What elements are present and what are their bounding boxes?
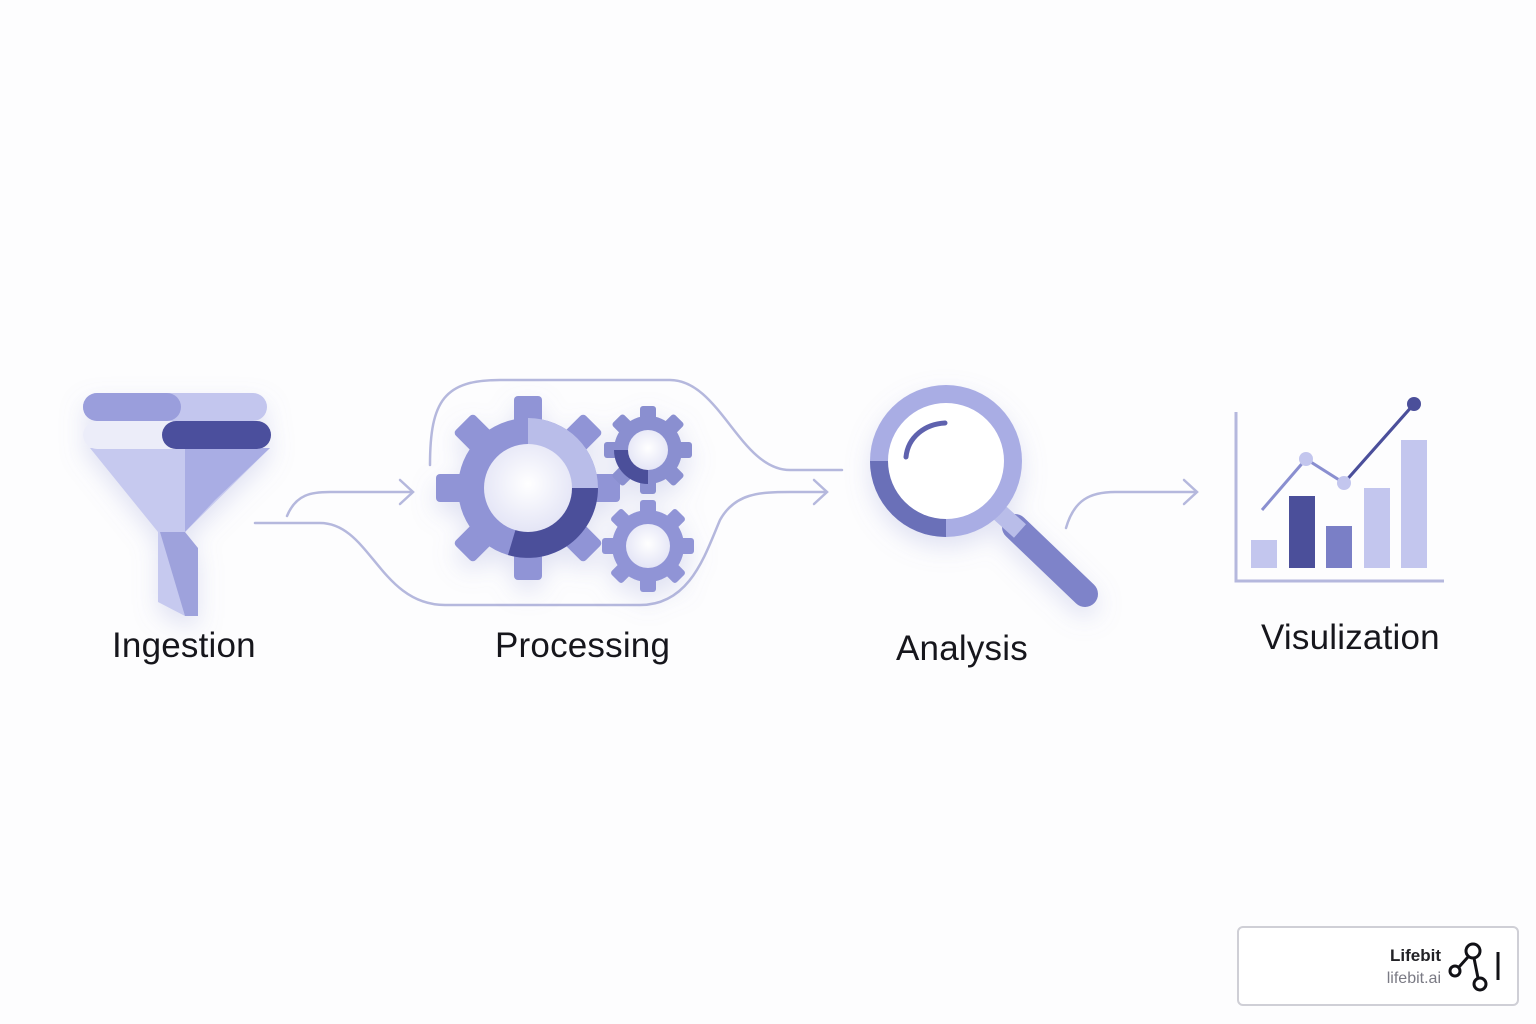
- large-gear: [436, 396, 620, 580]
- step-label-ingestion: Ingestion: [112, 626, 256, 665]
- funnel-icon: [83, 393, 271, 616]
- small-gear-top: [604, 406, 692, 494]
- trend-point: [1407, 397, 1421, 411]
- step-label-analysis: Analysis: [896, 629, 1028, 668]
- step-label-processing: Processing: [495, 626, 671, 665]
- branding-card[interactable]: Lifebit lifebit.ai: [1237, 926, 1519, 1006]
- connector-analysis-visualization: [1064, 478, 1199, 530]
- lifebit-logo-icon: [1448, 942, 1500, 992]
- bar-2: [1289, 496, 1315, 568]
- bar-4: [1364, 488, 1390, 568]
- bar-3: [1326, 526, 1352, 568]
- small-gear-bottom: [602, 500, 694, 592]
- trend-line: [1260, 403, 1416, 511]
- bar-1: [1251, 540, 1277, 568]
- gears-icon: [436, 396, 694, 592]
- trend-point: [1299, 452, 1313, 466]
- magnifier-icon: [870, 385, 1098, 607]
- bar-line-chart-icon: [1234, 397, 1444, 583]
- bar-5: [1401, 440, 1427, 568]
- brand-url[interactable]: lifebit.ai: [1386, 970, 1441, 987]
- trend-point: [1337, 476, 1351, 490]
- brand-name: Lifebit: [1390, 946, 1441, 965]
- step-label-visualization: Visulization: [1261, 618, 1440, 657]
- connector-ingestion-processing: [253, 378, 844, 607]
